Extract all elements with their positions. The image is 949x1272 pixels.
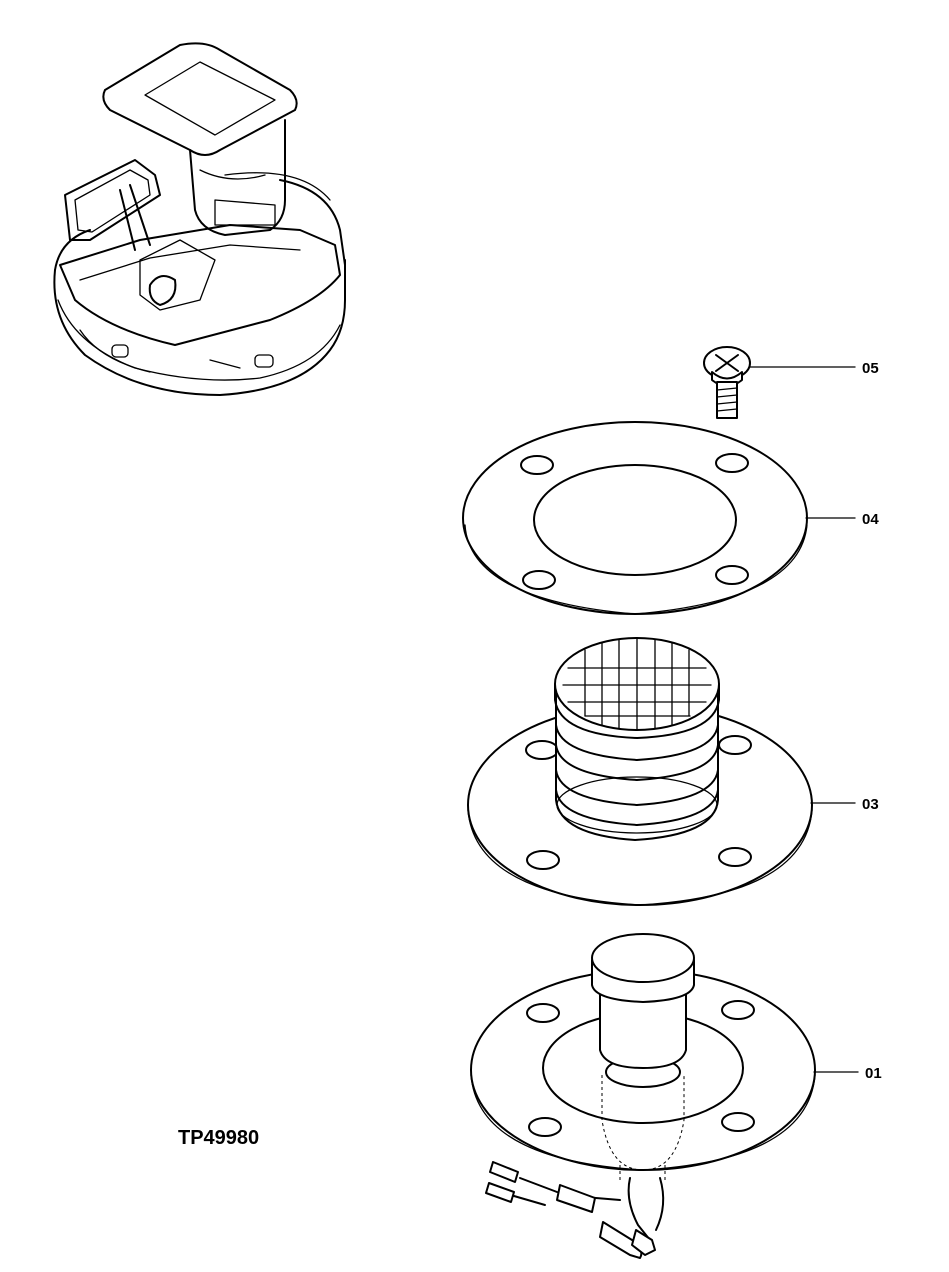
gasket-ring-icon xyxy=(462,421,808,615)
leader-lines xyxy=(749,366,859,1073)
screw-icon xyxy=(703,346,751,419)
callout-04: 04 xyxy=(862,511,879,528)
callout-01: 01 xyxy=(865,1065,882,1082)
callout-03: 03 xyxy=(862,796,879,813)
callout-05: 05 xyxy=(862,360,879,377)
grille-cover-icon xyxy=(467,637,813,906)
reference-code: TP49980 xyxy=(178,1127,259,1149)
excavator-machine-icon xyxy=(53,42,346,396)
beacon-lamp-base-icon xyxy=(470,933,816,1259)
